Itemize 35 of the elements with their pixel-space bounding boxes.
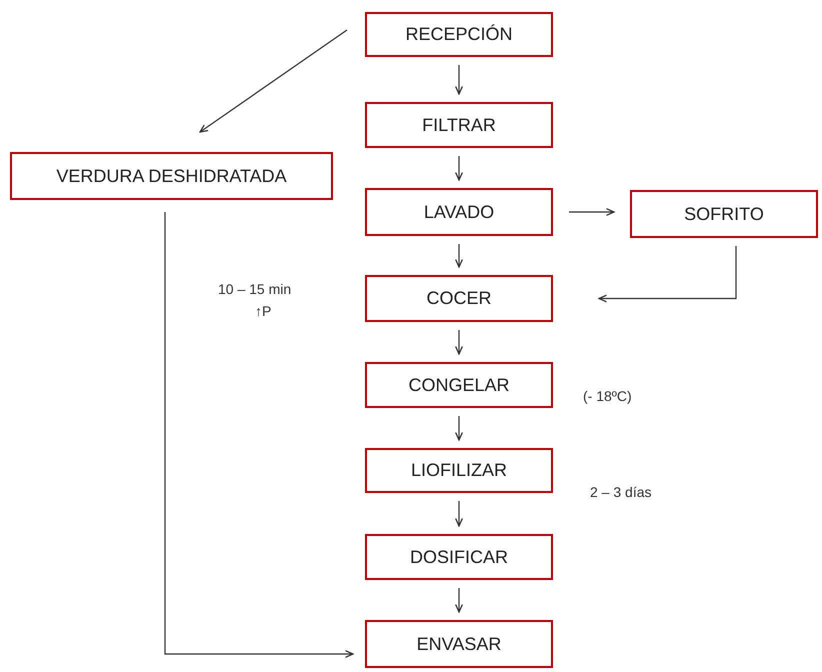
arrow bbox=[455, 65, 463, 95]
box-label: DOSIFICAR bbox=[410, 546, 508, 568]
note-text: (- 18ºC) bbox=[583, 387, 632, 406]
note-text: 10 – 15 min bbox=[218, 280, 292, 299]
arrow bbox=[199, 30, 348, 133]
box-label: VERDURA DESHIDRATADA bbox=[56, 164, 287, 188]
process-box bbox=[365, 275, 553, 322]
process-box bbox=[365, 620, 553, 668]
box-label: FILTRAR bbox=[422, 114, 496, 136]
box-label: LAVADO bbox=[424, 200, 494, 224]
arrow bbox=[455, 330, 463, 355]
process-box bbox=[10, 152, 333, 200]
arrow bbox=[455, 156, 463, 181]
arrow bbox=[455, 244, 463, 268]
box-label: CONGELAR bbox=[408, 374, 510, 396]
note-text: 2 – 3 días bbox=[590, 483, 652, 502]
box-label: COCER bbox=[426, 287, 492, 310]
box-label: ENVASAR bbox=[416, 632, 502, 656]
arrow bbox=[598, 246, 737, 302]
process-box bbox=[365, 12, 553, 57]
process-box bbox=[365, 188, 553, 236]
note-text: ↑P bbox=[255, 302, 272, 321]
process-box bbox=[365, 102, 553, 148]
arrow bbox=[164, 212, 354, 658]
process-box bbox=[365, 362, 553, 408]
process-box bbox=[365, 448, 553, 493]
box-label: SOFRITO bbox=[684, 202, 764, 226]
arrow bbox=[455, 588, 463, 613]
box-label: LIOFILIZAR bbox=[410, 459, 508, 482]
arrow bbox=[569, 208, 615, 216]
arrow bbox=[455, 416, 463, 441]
process-box bbox=[365, 534, 553, 580]
box-label: RECEPCIÓN bbox=[405, 23, 512, 46]
arrow bbox=[455, 501, 463, 527]
process-box bbox=[630, 190, 818, 238]
